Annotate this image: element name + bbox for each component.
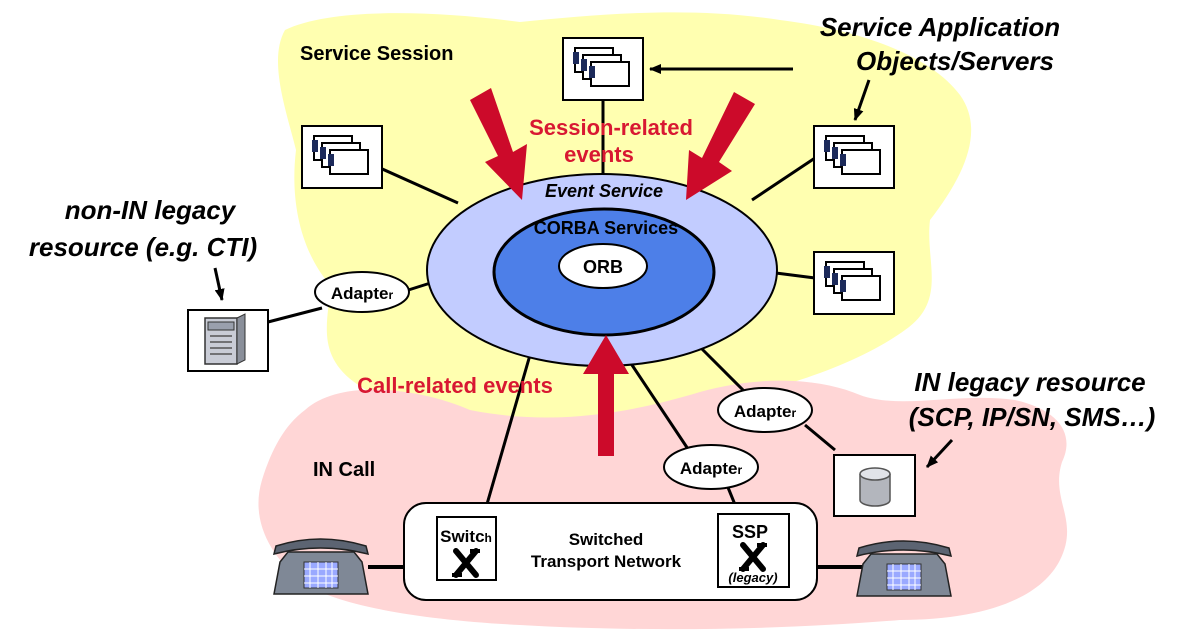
telephone-right-icon xyxy=(856,540,952,597)
application-object-icon xyxy=(813,125,895,189)
switched-transport-network xyxy=(403,502,818,601)
service-objects-label-line2: Objects/Servers xyxy=(856,46,1054,76)
adapter-cti: Adapter xyxy=(314,271,410,313)
connection-lines xyxy=(267,98,862,569)
adapter-in-resource: Adapter xyxy=(717,387,813,433)
corba-services-label: CORBA Services xyxy=(534,218,678,238)
event-service-label: Event Service xyxy=(545,181,663,201)
application-object-icon xyxy=(301,125,383,189)
session-event-arrow-left xyxy=(470,88,527,200)
svg-text:SSP: SSP xyxy=(732,522,768,542)
server-cabinet-icon xyxy=(187,309,269,372)
non-in-legacy-label-line2: resource (e.g. CTI) xyxy=(29,232,257,262)
ssp-box: SSP (legacy) xyxy=(717,513,790,588)
network-label-line1: Switched xyxy=(569,530,644,549)
telephone-left-icon xyxy=(273,538,369,595)
svg-text:(legacy): (legacy) xyxy=(728,570,777,585)
network-label-line2: Transport Network xyxy=(531,552,682,571)
orb-ellipse xyxy=(558,243,648,289)
svg-text:Adapter: Adapter xyxy=(331,284,394,303)
in-legacy-label-line1: IN legacy resource xyxy=(914,367,1145,397)
svg-text:Adapter: Adapter xyxy=(734,402,797,421)
orb-label: ORB xyxy=(583,257,623,277)
session-events-label-line2: events xyxy=(564,142,634,167)
call-events-label: Call-related events xyxy=(357,373,553,398)
svg-text:Switch: Switch xyxy=(440,527,492,546)
svg-text:Adapter: Adapter xyxy=(680,459,743,478)
annotation-arrow xyxy=(213,267,225,301)
in-legacy-label-line2: (SCP, IP/SN, SMS…) xyxy=(909,402,1156,432)
switch-box: Switch xyxy=(436,516,497,581)
annotation-arrow xyxy=(853,79,871,121)
session-event-arrow-right xyxy=(686,92,755,200)
non-in-legacy-label-line1: non-IN legacy xyxy=(65,195,237,225)
database-cylinder-icon xyxy=(833,454,916,517)
service-session-label: Service Session xyxy=(300,43,453,65)
session-events-label-line1: Session-related xyxy=(529,115,693,140)
service-objects-label-line1: Service Application xyxy=(820,12,1060,42)
adapter-ssp: Adapter xyxy=(663,444,759,490)
call-event-arrow xyxy=(583,335,629,456)
application-object-icon xyxy=(813,251,895,315)
application-object-icon xyxy=(562,37,644,101)
in-call-label: IN Call xyxy=(313,459,375,481)
annotation-arrow xyxy=(925,438,954,469)
